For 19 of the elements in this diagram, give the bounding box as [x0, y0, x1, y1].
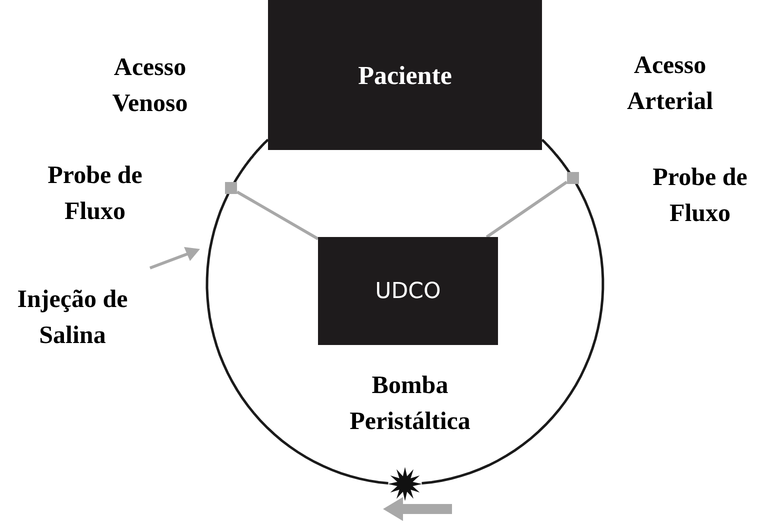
pump-icon: [388, 467, 422, 501]
patient-box: [268, 0, 542, 150]
device-box: [318, 237, 498, 345]
node-caption: Probe de Fluxo: [46, 161, 144, 228]
text-label: Acesso Arterial: [626, 51, 714, 118]
tubing-line: [206, 193, 388, 485]
node-title: Paciente: [358, 60, 452, 92]
text-label: Acesso Venoso: [111, 53, 189, 120]
node-label: UDCO: [375, 278, 441, 306]
tubing-line: [422, 182, 604, 485]
probe-marker: [566, 172, 579, 184]
tubing-line: [232, 138, 269, 184]
probe-marker: [225, 182, 238, 194]
probe-line: [486, 180, 568, 238]
node-caption: Bomba Peristáltica: [348, 371, 472, 438]
tubing-line: [541, 138, 571, 174]
probe-line: [236, 190, 319, 240]
text-label: Injeção de Salina: [16, 285, 129, 352]
node-caption: Probe de Fluxo: [652, 163, 748, 230]
